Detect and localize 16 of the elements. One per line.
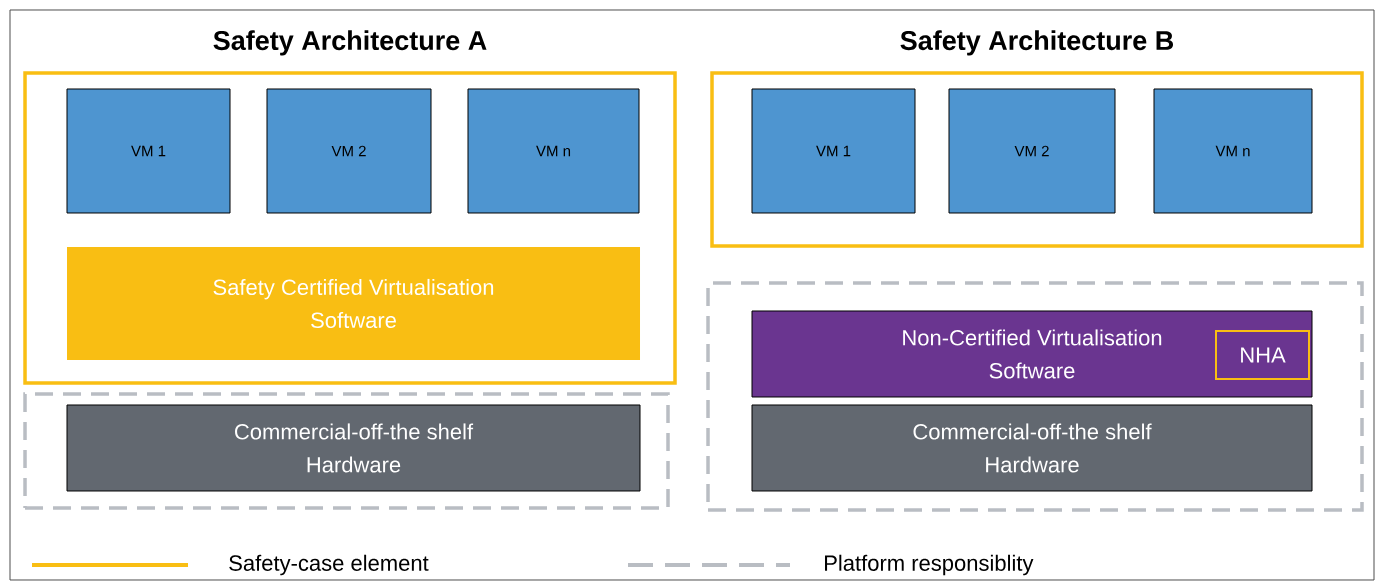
heading: Safety Architecture A	[213, 30, 487, 56]
vm-box: VM 2	[948, 88, 1116, 214]
nha-box: NHA	[1215, 330, 1310, 380]
heading: Safety Architecture B	[900, 30, 1173, 56]
dashed-frame	[706, 281, 1364, 512]
software-box: Safety Certified Virtualisation Software	[67, 247, 640, 360]
vm-box: VM 1	[751, 88, 916, 214]
vm-box: VM 2	[266, 88, 432, 214]
hardware-box: Commercial-off-the shelf Hardware	[751, 404, 1313, 492]
vm-box: VM n	[1153, 88, 1313, 214]
hardware-box: Commercial-off-the shelf Hardware	[66, 404, 641, 492]
vm-box: VM n	[467, 88, 640, 214]
dashed-frame	[23, 392, 670, 510]
vm-box: VM 1	[66, 88, 231, 214]
legend-text: Platform responsiblity	[825, 554, 1034, 576]
legend-text: Safety-case element	[229, 554, 429, 576]
